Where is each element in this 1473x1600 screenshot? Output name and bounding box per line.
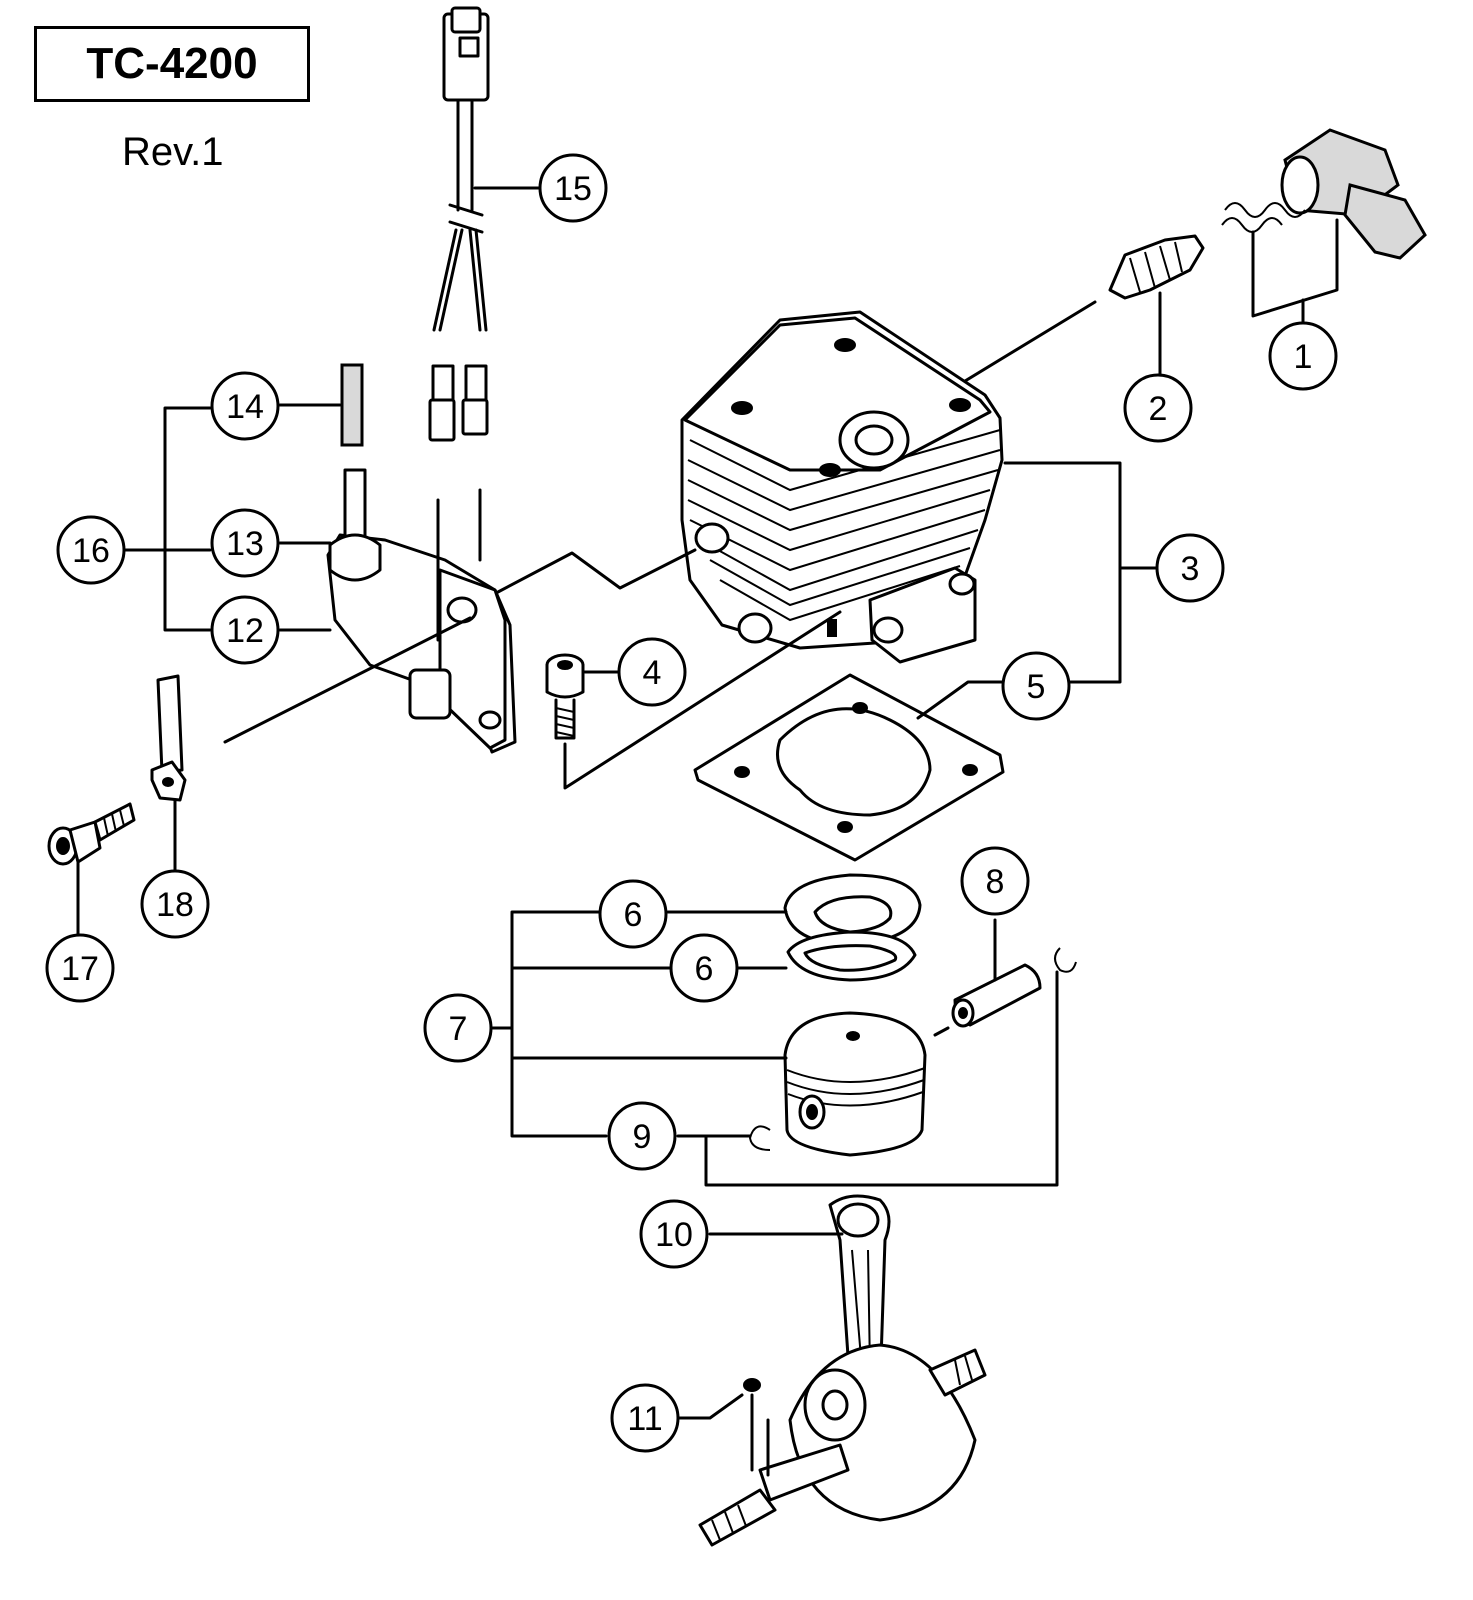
svg-text:17: 17 xyxy=(61,950,99,988)
coil-group-bracket xyxy=(123,403,342,632)
svg-text:1: 1 xyxy=(1294,338,1313,376)
svg-text:11: 11 xyxy=(627,1400,662,1438)
svg-text:16: 16 xyxy=(72,532,110,570)
callout-15: 15 xyxy=(538,153,608,223)
callout-13: 13 xyxy=(210,508,280,578)
callout-6b: 6 xyxy=(669,933,739,1003)
callout-4: 4 xyxy=(617,637,687,707)
svg-text:12: 12 xyxy=(226,612,264,650)
crankshaft-part xyxy=(676,1194,987,1547)
piston-part xyxy=(783,1011,927,1157)
svg-text:3: 3 xyxy=(1181,550,1200,588)
svg-text:5: 5 xyxy=(1027,668,1046,706)
callout-9: 9 xyxy=(607,1101,677,1171)
svg-text:14: 14 xyxy=(226,388,264,426)
callout-8: 8 xyxy=(960,846,1030,916)
cylinder-bolt-part xyxy=(545,610,842,790)
svg-text:6: 6 xyxy=(695,950,714,988)
callout-14: 14 xyxy=(210,371,280,441)
callout-10: 10 xyxy=(639,1199,709,1269)
revision-label: Rev.1 xyxy=(122,130,224,174)
cylinder-gasket-part xyxy=(693,673,1005,862)
callout-3: 3 xyxy=(1155,533,1225,603)
svg-text:2: 2 xyxy=(1149,390,1168,428)
callout-1: 1 xyxy=(1268,321,1338,391)
callout-7: 7 xyxy=(423,993,493,1063)
ground-screw-part xyxy=(47,802,136,937)
svg-text:15: 15 xyxy=(554,170,592,208)
svg-text:18: 18 xyxy=(156,886,194,924)
callout-6a: 6 xyxy=(598,879,668,949)
callout-18: 18 xyxy=(140,869,210,939)
svg-text:7: 7 xyxy=(449,1010,468,1048)
model-number: TC-4200 xyxy=(86,39,258,88)
callout-12: 12 xyxy=(210,595,280,665)
piston-rings-part xyxy=(783,873,922,982)
svg-text:10: 10 xyxy=(655,1216,693,1254)
wire-harness-part xyxy=(428,6,490,442)
callout-16: 16 xyxy=(56,515,126,585)
svg-text:8: 8 xyxy=(986,863,1005,901)
callout-11: 11 xyxy=(610,1383,680,1453)
callout-5: 5 xyxy=(1001,651,1071,721)
svg-text:6: 6 xyxy=(624,896,643,934)
ignition-coil-part xyxy=(223,363,697,754)
callout-2: 2 xyxy=(1123,373,1193,443)
plug-cap-part xyxy=(1221,128,1427,332)
model-title-box: TC-4200 xyxy=(34,26,310,102)
cylinder-part xyxy=(680,310,1160,684)
svg-text:9: 9 xyxy=(633,1118,652,1156)
callout-17: 17 xyxy=(45,933,115,1003)
ground-terminal-part xyxy=(150,674,187,872)
svg-text:4: 4 xyxy=(643,654,662,692)
svg-text:13: 13 xyxy=(226,525,264,563)
piston-pin-part xyxy=(748,918,1077,1151)
piston-group-bracket xyxy=(490,910,1059,1187)
